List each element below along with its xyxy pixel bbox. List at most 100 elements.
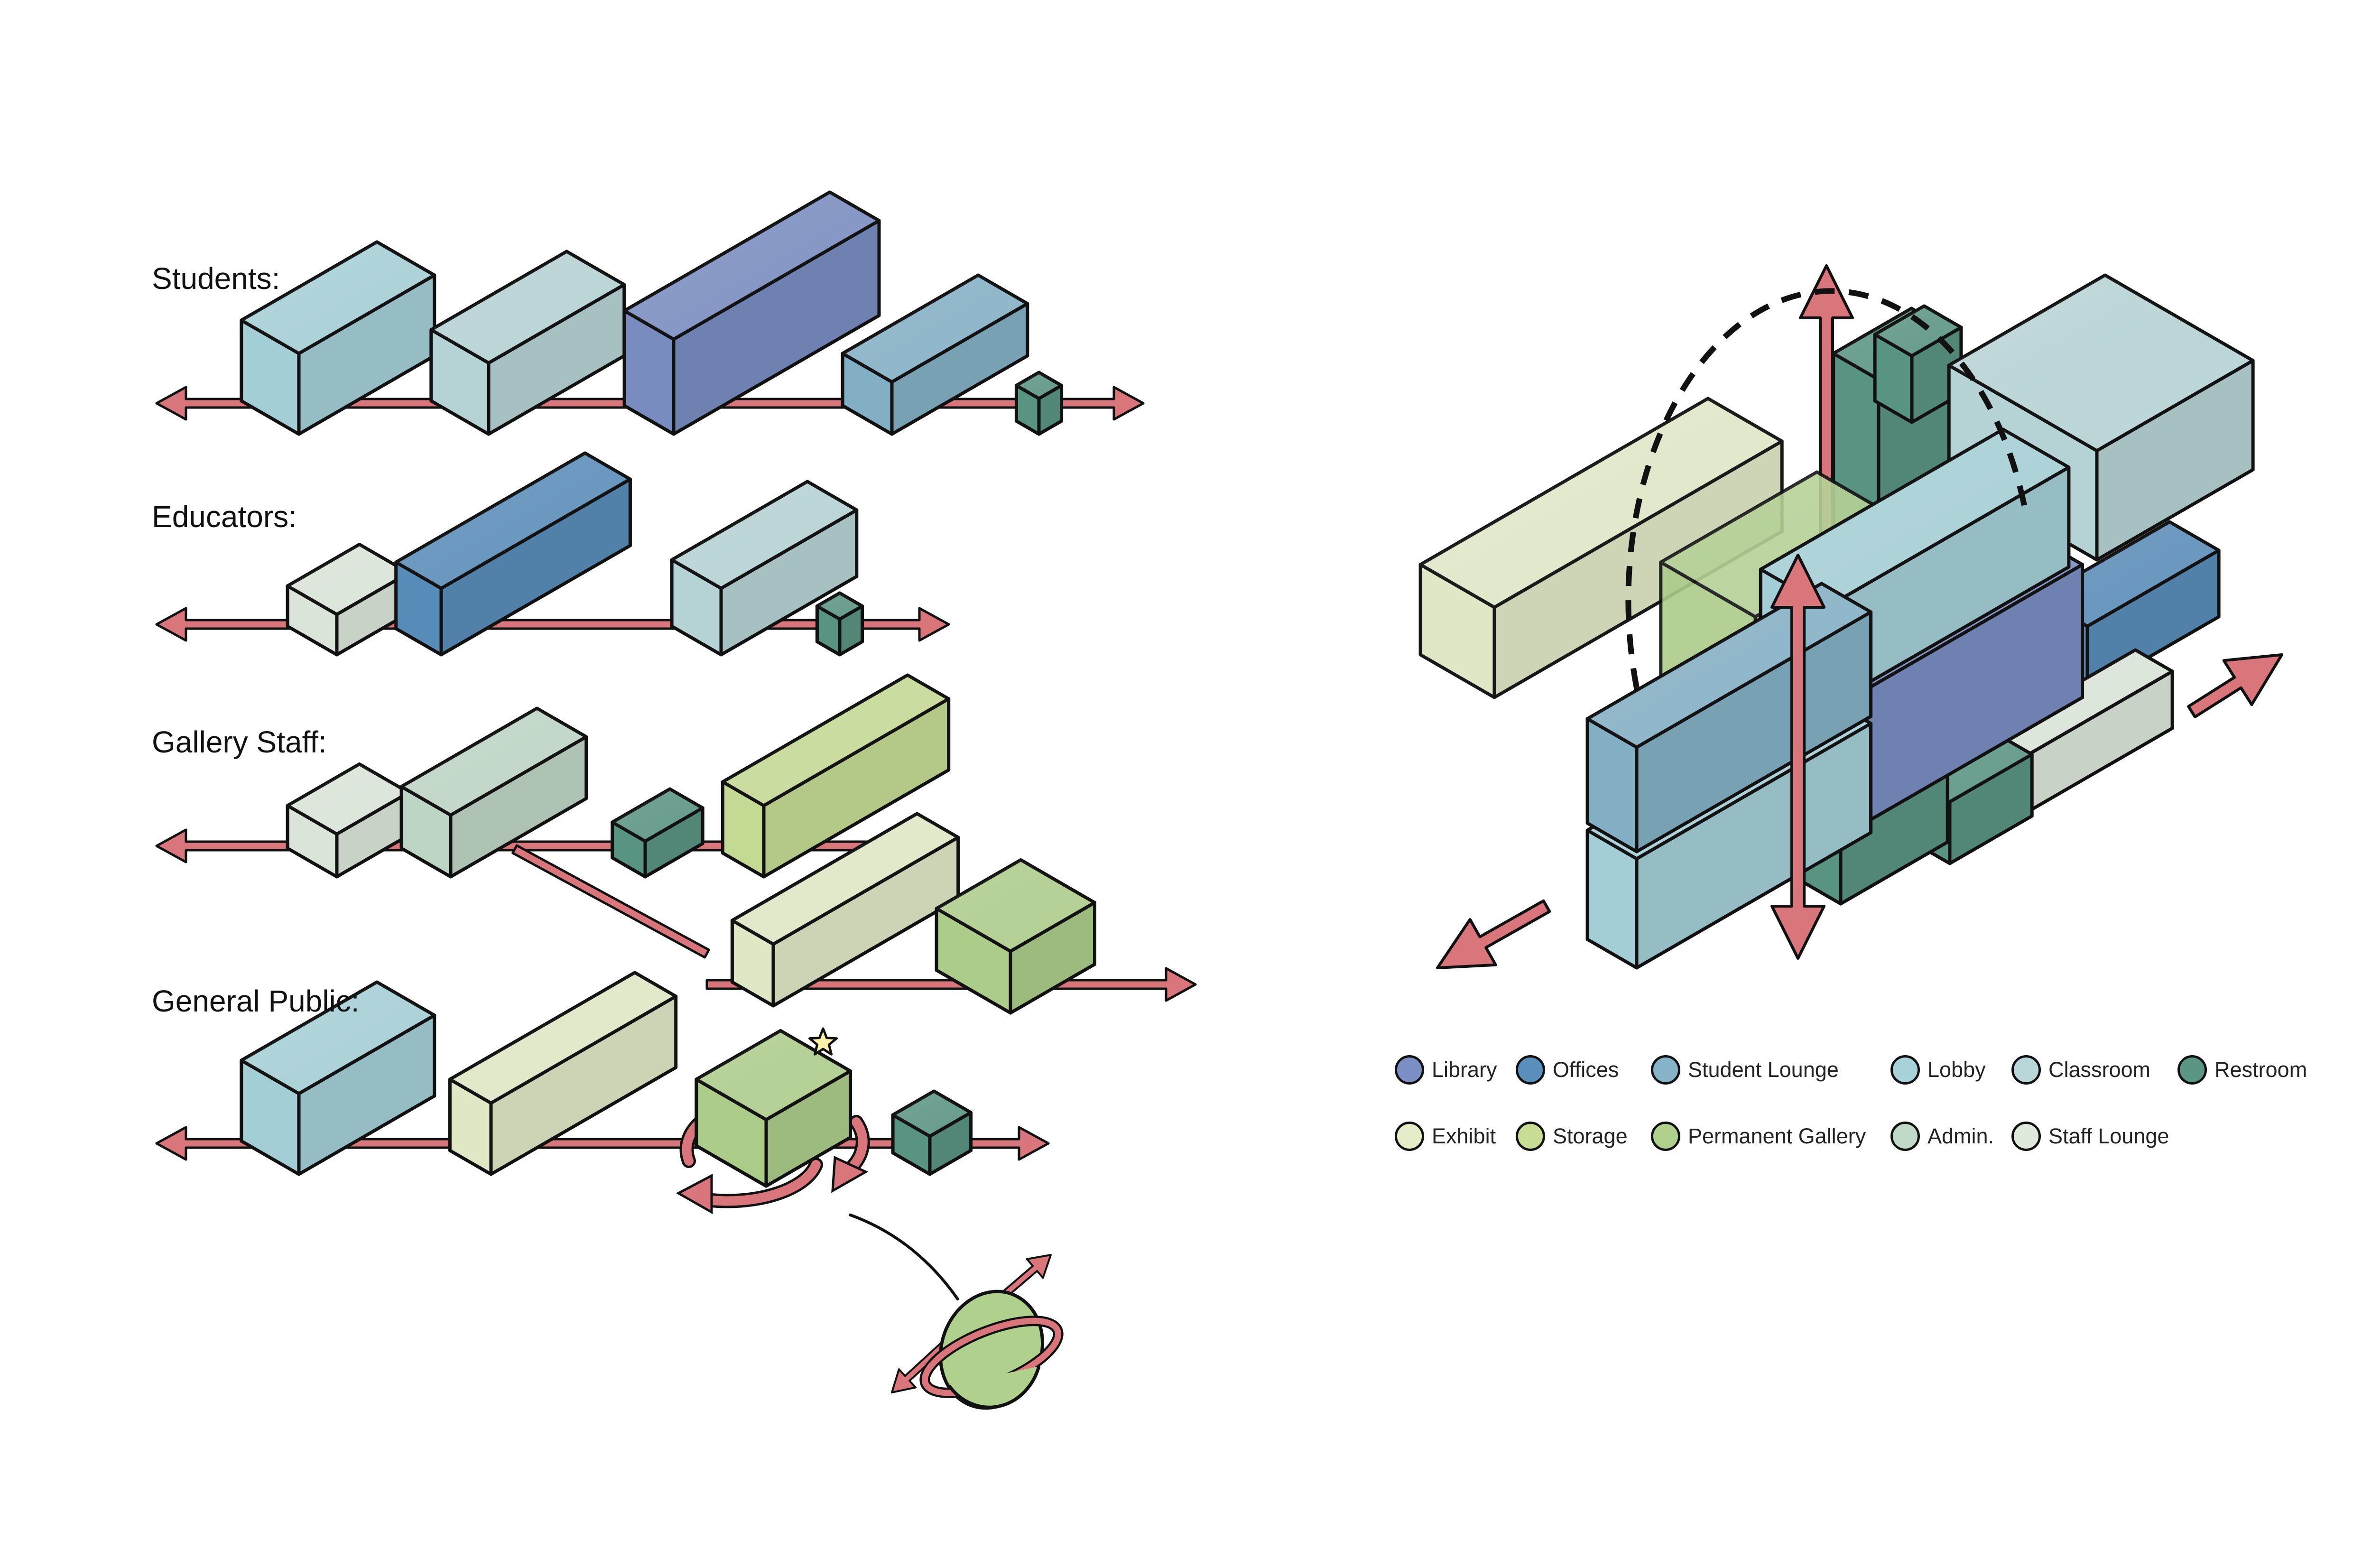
educators-circulation-arrow: [155, 607, 950, 642]
gallery-staff-permanent-gallery-block: [935, 858, 1096, 1015]
box-face-sheen: [287, 764, 409, 834]
legend-label: Offices: [1553, 1058, 1619, 1082]
legend-swatch: [2177, 1055, 2207, 1085]
legend-item-exhibit: Exhibit: [1395, 1117, 1496, 1155]
box-face-sheen: [672, 482, 857, 588]
row-label-educators: Educators:: [152, 500, 297, 534]
legend-item-permanent-gallery: Permanent Gallery: [1651, 1117, 1866, 1155]
legend-item-admin: Admin.: [1890, 1117, 1994, 1155]
students-library-block: [622, 190, 881, 436]
legend-swatch: [1890, 1055, 1920, 1085]
box-face-sheen: [287, 544, 409, 614]
legend-swatch: [1516, 1055, 1545, 1085]
rotation-arrow-icon: [676, 1173, 713, 1215]
dashed-circulation-loop: [1625, 288, 2029, 689]
gallery-staff-admin-block: [399, 706, 588, 879]
box-face-sheen: [732, 814, 958, 944]
legend-label: Admin.: [1927, 1124, 1994, 1148]
box-face-sheen: [241, 982, 435, 1094]
horizontal-circulation-arrow-left: [1436, 899, 1551, 969]
box-face-sheen: [1875, 306, 1961, 356]
box-face-sheen: [843, 275, 1028, 382]
star-icon: [808, 1027, 838, 1056]
box-face-sheen: [817, 593, 862, 619]
box-face-sheen: [241, 242, 435, 353]
box-face-sheen: [612, 789, 703, 841]
legend-label: Student Lounge: [1688, 1058, 1839, 1082]
legend-label: Classroom: [2048, 1058, 2151, 1082]
box-face-sheen: [1660, 472, 1912, 617]
public-permanent-gallery-block: [695, 1029, 852, 1188]
legend-label: Staff Lounge: [2048, 1124, 2169, 1148]
legend-swatch: [1651, 1055, 1680, 1085]
educators-staff-lounge-block: [286, 543, 410, 657]
legend-item-lobby: Lobby: [1890, 1051, 1986, 1089]
legend-swatch: [1395, 1122, 1424, 1151]
box-face-sheen: [696, 1030, 851, 1120]
annotations: [808, 1027, 1064, 1410]
box-face-sheen: [624, 192, 879, 339]
educators-classroom-block: [670, 480, 859, 657]
educators-restroom-block: [815, 591, 864, 657]
legend-label: Exhibit: [1432, 1124, 1496, 1148]
legend-label: Storage: [1553, 1124, 1628, 1148]
box-face-sheen: [1949, 275, 2253, 451]
box-face-sheen: [1979, 650, 2173, 761]
legend-swatch: [2011, 1055, 2041, 1085]
legend-swatch: [1395, 1055, 1424, 1085]
rotation-arrow-icon: [831, 1156, 869, 1193]
gallery-staff-restroom-block: [611, 787, 704, 879]
legend-label: Library: [1432, 1058, 1497, 1082]
box-face-sheen: [1760, 429, 2069, 607]
box-face-sheen: [401, 708, 586, 815]
horizontal-circulation-arrow-right: [2187, 653, 2283, 718]
public-lobby-block: [240, 980, 436, 1176]
students-lounge-block: [841, 273, 1029, 436]
vertical-circulation-arrow-front: [1770, 554, 1825, 960]
legend-label: Permanent Gallery: [1688, 1124, 1866, 1148]
legend-item-staff-lounge: Staff Lounge: [2011, 1117, 2169, 1155]
box-face-sheen: [936, 860, 1095, 951]
public-restroom-block: [891, 1089, 973, 1176]
legend-item-storage: Storage: [1516, 1117, 1628, 1155]
public-exhibit-block: [448, 971, 678, 1176]
students-lobby-block: [240, 240, 436, 436]
planet-icon: [891, 1254, 1064, 1410]
legend-item-classroom: Classroom: [2011, 1051, 2150, 1089]
legend-label: Restroom: [2214, 1058, 2307, 1082]
leader-line: [848, 1213, 960, 1301]
students-restroom-block: [1014, 371, 1064, 436]
general-public-circulation-arrow: [155, 1126, 1050, 1161]
row-label-gallery-staff: Gallery Staff:: [152, 725, 327, 759]
legend: Library Offices Student Lounge Lobby Classro…: [1395, 1051, 2372, 1165]
box-face-sheen: [431, 251, 624, 363]
box-face-sheen: [723, 675, 949, 806]
rotation-arrow-icon: [707, 1160, 821, 1206]
legend-swatch: [1651, 1122, 1680, 1151]
legend-item-student-lounge: Student Lounge: [1651, 1051, 1839, 1089]
row-label-general-public: General Public:: [152, 984, 360, 1018]
planet-body-front: [947, 1366, 1041, 1409]
box-face-sheen: [893, 1091, 971, 1136]
gallery-staff-branch-line: [511, 844, 710, 959]
legend-swatch: [1890, 1122, 1920, 1151]
box-face-sheen: [1016, 372, 1062, 399]
legend-item-restroom: Restroom: [2177, 1051, 2307, 1089]
box-face-sheen: [1420, 399, 1782, 607]
legend-item-offices: Offices: [1516, 1051, 1619, 1089]
educators-offices-block: [394, 451, 632, 657]
legend-swatch: [1516, 1122, 1545, 1151]
legend-label: Lobby: [1927, 1058, 1986, 1082]
program-blocks: [240, 190, 1096, 1188]
gallery-staff-staff-lounge-block: [286, 762, 410, 879]
gallery-staff-exhibit-block: [730, 812, 960, 1008]
box-face-sheen: [450, 973, 676, 1103]
building-massing: [1418, 264, 2283, 970]
students-classroom-block: [429, 250, 626, 436]
box-face-sheen: [396, 453, 630, 588]
legend-item-library: Library: [1395, 1051, 1497, 1089]
legend-swatch: [2011, 1122, 2041, 1151]
row-label-students: Students:: [152, 261, 280, 296]
